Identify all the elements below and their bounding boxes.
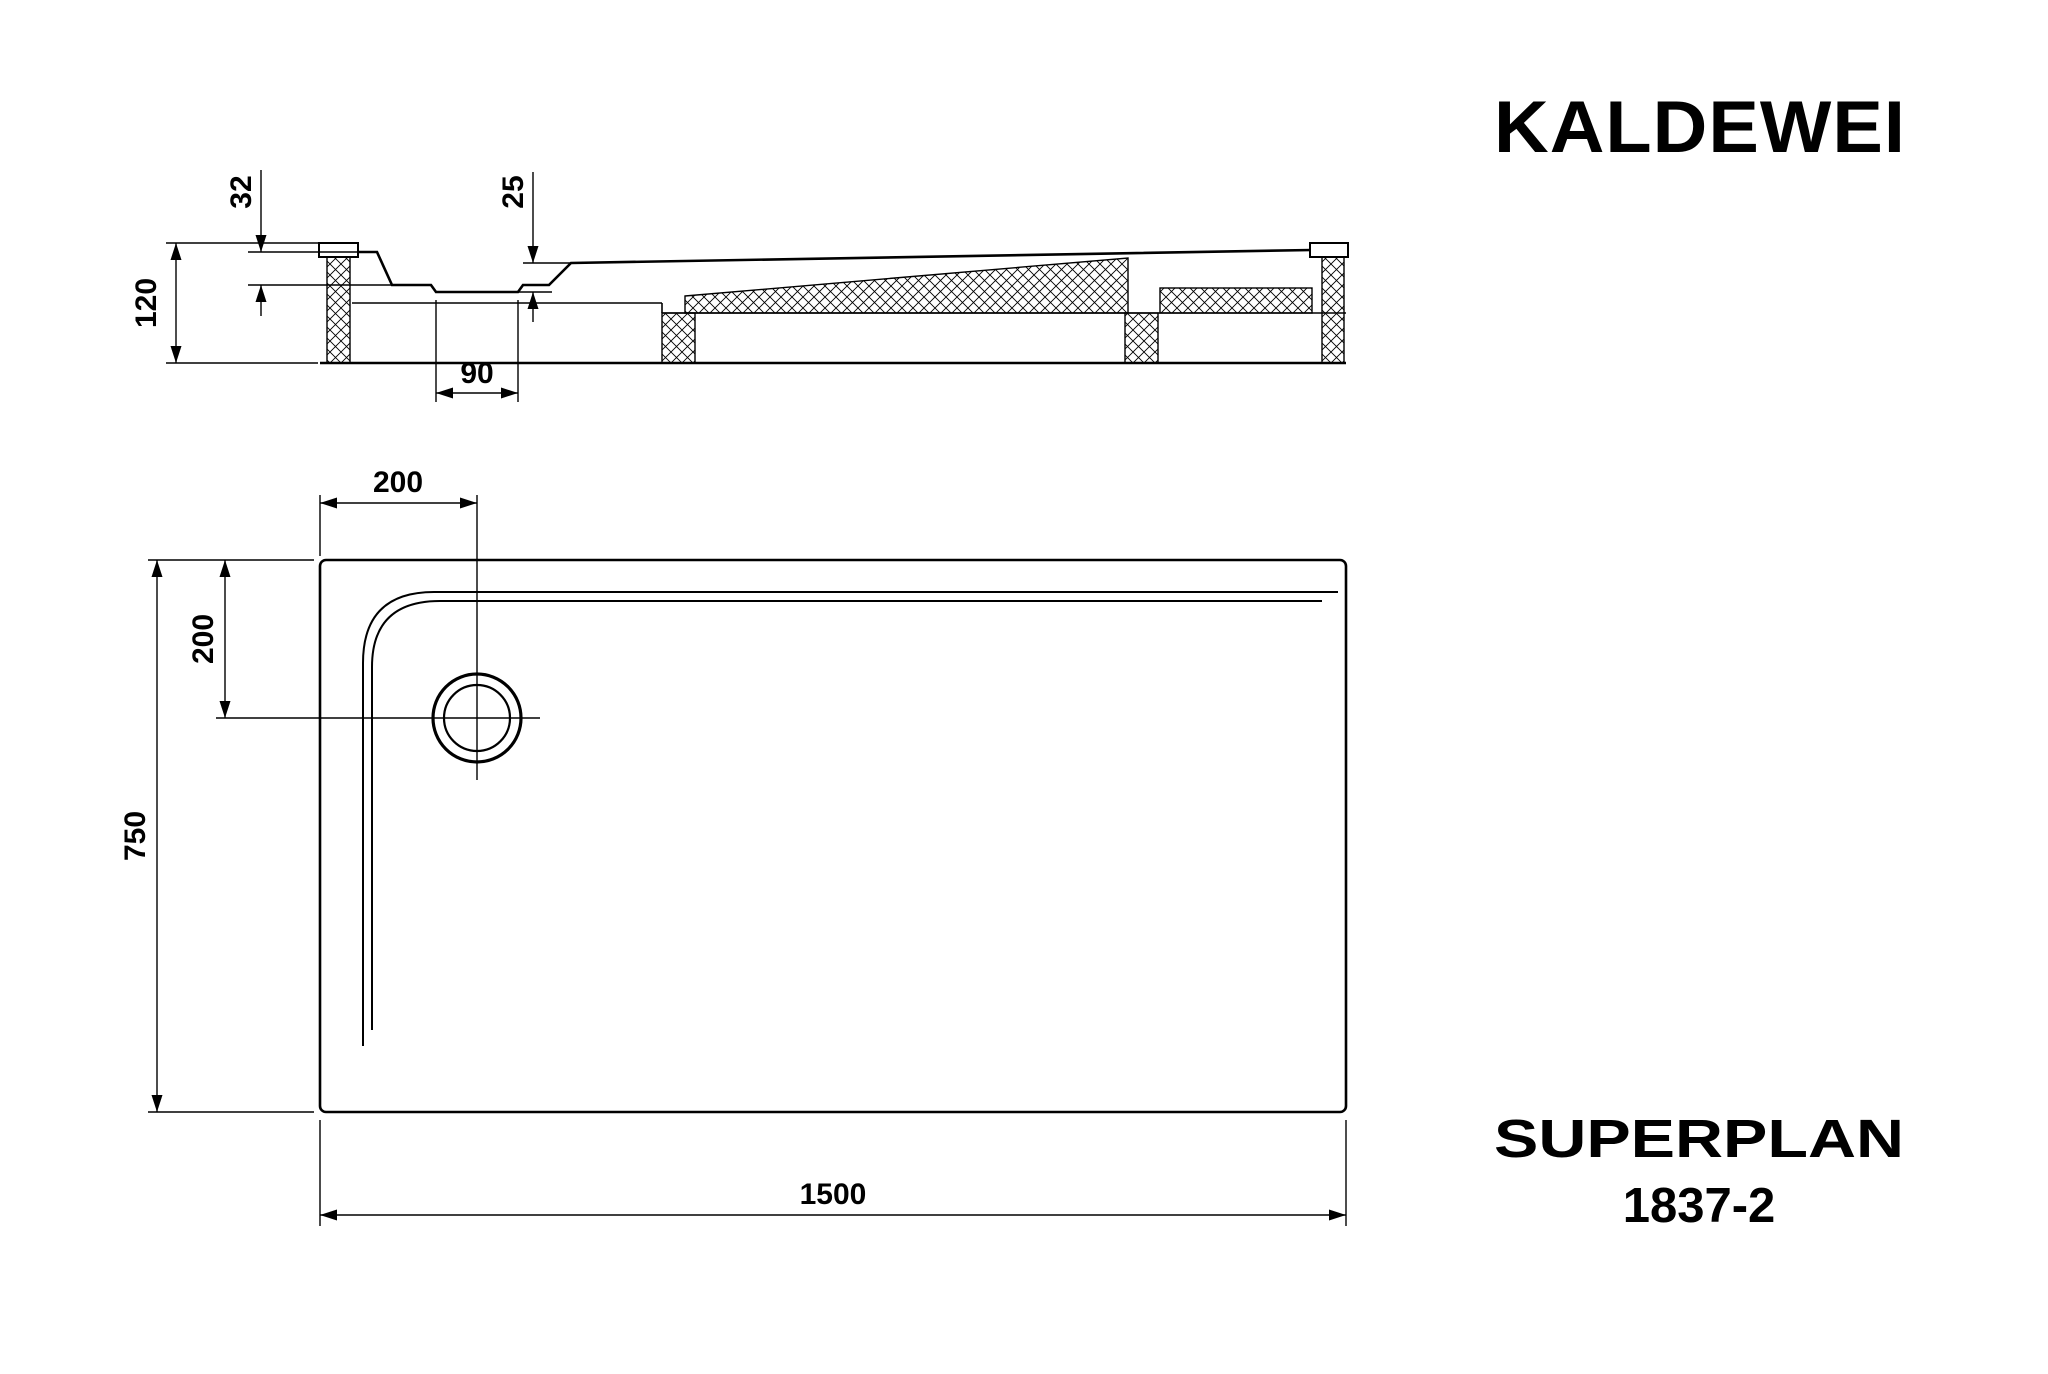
section-left-support-strip (326, 256, 351, 364)
brand-logo: KALDEWEI (1494, 87, 1906, 168)
dim-drain-offset-top: 200 (148, 559, 314, 718)
section-support-foot-left (661, 312, 696, 364)
dim-label-rim-depth: 32 (225, 175, 258, 208)
plan-rim-line-inner (371, 600, 1322, 1030)
dim-drain-offset-left: 200 (319, 466, 477, 556)
drain-inner-circle (442, 683, 512, 753)
dim-drain-recess-depth: 25 (497, 172, 580, 322)
product-model: 1837-2 (1623, 1179, 1776, 1233)
section-support-foot-right (1124, 312, 1159, 364)
section-right-support-strip (1321, 256, 1345, 364)
plan-rim-line-outer (362, 591, 1338, 1046)
section-left-rim-cap (318, 242, 359, 258)
product-title-block: SUPERPLAN 1837-2 (1494, 1109, 1904, 1233)
section-tray-profile (358, 248, 1313, 294)
dim-drain-width: 90 (435, 300, 519, 402)
dim-rim-depth: 32 (225, 170, 398, 316)
dim-label-tray-length: 1500 (800, 1178, 867, 1211)
dim-label-total-height: 120 (130, 278, 163, 328)
dim-tray-width: 750 (119, 560, 314, 1113)
dim-label-drain-offset-top: 200 (187, 614, 220, 664)
plan-tray-outline (318, 558, 1348, 1114)
section-support-board-right (1159, 287, 1313, 314)
section-right-rim-cap (1309, 242, 1349, 258)
dim-tray-length: 1500 (319, 1120, 1347, 1226)
dim-label-drain-width: 90 (460, 357, 493, 390)
product-name: SUPERPLAN (1494, 1109, 1904, 1169)
drain-outer-circle (431, 672, 523, 764)
section-view: 120 32 25 90 (130, 170, 1349, 402)
dim-total-height: 120 (130, 242, 319, 364)
dim-label-drain-recess-depth: 25 (497, 175, 530, 208)
dim-label-drain-offset-left: 200 (373, 466, 423, 499)
plan-view: 200 200 750 1500 (119, 466, 1348, 1226)
dim-label-tray-width: 750 (119, 811, 152, 861)
section-support-wedge (684, 257, 1129, 314)
